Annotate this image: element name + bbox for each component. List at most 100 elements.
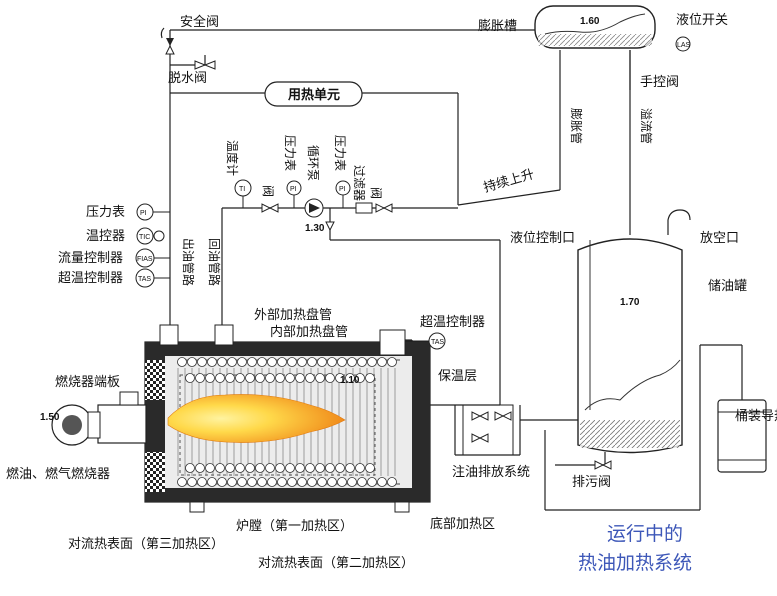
coil-ring <box>255 373 265 383</box>
label-sewage-valve: 排污阀 <box>572 475 611 490</box>
label-overheat-left: 超温控制器 <box>58 271 123 286</box>
tag-ti: TI <box>239 186 245 193</box>
coil-ring <box>237 477 247 487</box>
coil-ring <box>335 463 345 473</box>
label-safety-valve: 安全阀 <box>180 14 219 30</box>
label-valve-1: 阀 <box>261 185 275 197</box>
coil-ring <box>225 463 235 473</box>
label-convection-3: 对流热表面（第三加热区） <box>68 537 224 552</box>
coil-ring <box>215 463 225 473</box>
label-inner-coil: 内部加热盘管 <box>270 324 348 340</box>
drain-valve-symbol <box>194 55 216 70</box>
num-150: 1.50 <box>40 412 60 423</box>
coil-ring <box>367 477 377 487</box>
coil-ring <box>295 373 305 383</box>
tag-pi-2: PI <box>339 186 346 193</box>
coil-ring <box>297 477 307 487</box>
expansion-tank <box>534 5 691 52</box>
coil-ring <box>205 373 215 383</box>
num-170: 1.70 <box>620 297 640 308</box>
coil-ring <box>325 373 335 383</box>
coil-ring <box>357 477 367 487</box>
coil-ring <box>215 373 225 383</box>
coil-ring <box>237 357 247 367</box>
label-overheat-controller: 超温控制器 <box>420 315 485 330</box>
coil-ring <box>365 463 375 473</box>
coil-ring <box>225 373 235 383</box>
burner <box>51 391 147 446</box>
caption: 运行中的 热油加热系统 <box>578 523 692 574</box>
label-burner-plate: 燃烧器端板 <box>55 374 120 390</box>
tag-fias: FIAS <box>137 256 153 263</box>
return-line-instruments <box>234 179 393 232</box>
coil-ring <box>327 357 337 367</box>
label-fill-drain: 注油排放系统 <box>452 465 530 480</box>
coil-ring <box>235 373 245 383</box>
label-storage-tank: 储油罐 <box>708 279 747 294</box>
coil-ring <box>297 357 307 367</box>
label-manual-valve: 手控阀 <box>640 75 679 90</box>
coil-ring <box>335 373 345 383</box>
label-expansion-tank: 膨胀槽 <box>478 19 517 34</box>
coil-ring <box>267 477 277 487</box>
coil-ring <box>275 373 285 383</box>
label-vent-port: 放空口 <box>700 231 739 246</box>
coil-ring <box>355 373 365 383</box>
label-burner: 燃油、燃气燃烧器 <box>6 466 110 482</box>
coil-ring <box>187 477 197 487</box>
coil-ring <box>267 357 277 367</box>
coil-ring <box>177 357 187 367</box>
caption-line-2: 热油加热系统 <box>578 552 692 574</box>
coil-ring <box>317 357 327 367</box>
caption-line-1: 运行中的 <box>607 523 683 545</box>
label-flow-controller: 流量控制器 <box>58 251 123 266</box>
label-outlet-pipe: 出油管路 <box>181 238 196 286</box>
coil-ring <box>287 357 297 367</box>
coil-ring <box>365 373 375 383</box>
coil-ring <box>307 357 317 367</box>
coil-ring <box>357 357 367 367</box>
coil-ring <box>307 477 317 487</box>
label-pressure-gauge-2: 压力表 <box>333 135 347 171</box>
coil-ring <box>347 357 357 367</box>
coil-ring <box>185 373 195 383</box>
coil-ring <box>195 373 205 383</box>
coil-ring <box>217 477 227 487</box>
label-pressure-gauge-1: 压力表 <box>283 135 297 171</box>
tag-tic: TIC <box>139 234 150 241</box>
num-160: 1.60 <box>580 16 600 27</box>
coil-ring <box>245 463 255 473</box>
label-level-port: 液位控制口 <box>510 231 575 246</box>
coil-ring <box>235 463 245 473</box>
label-drain-valve: 脱水阀 <box>168 71 207 86</box>
label-filter: 过滤器 <box>352 165 366 201</box>
coil-ring <box>245 373 255 383</box>
coil-ring <box>205 463 215 473</box>
label-return-pipe: 回油管路 <box>207 238 222 286</box>
coil-ring <box>177 477 187 487</box>
coil-ring <box>295 463 305 473</box>
coil-ring <box>315 373 325 383</box>
coil-ring <box>345 373 355 383</box>
tag-pi-1: PI <box>290 186 297 193</box>
coil-ring <box>325 463 335 473</box>
coil-ring <box>285 463 295 473</box>
left-instruments <box>135 203 170 288</box>
coil-ring <box>345 463 355 473</box>
safety-valve-symbol <box>160 27 175 55</box>
label-overflow-pipe: 溢流管 <box>639 108 654 144</box>
coil-ring <box>255 463 265 473</box>
label-expansion-pipe: 膨胀管 <box>569 108 584 144</box>
coil-ring <box>347 477 357 487</box>
tag-tas-left: TAS <box>138 276 151 283</box>
coil-ring <box>257 477 267 487</box>
coil-ring <box>197 357 207 367</box>
label-pump: 循环泵 <box>306 145 320 181</box>
label-thermometer: 温度计 <box>225 140 240 176</box>
coil-ring <box>227 477 237 487</box>
coil-ring <box>195 463 205 473</box>
coil-ring <box>207 357 217 367</box>
tag-tas: TAS <box>431 339 444 346</box>
coil-rings <box>177 357 397 487</box>
